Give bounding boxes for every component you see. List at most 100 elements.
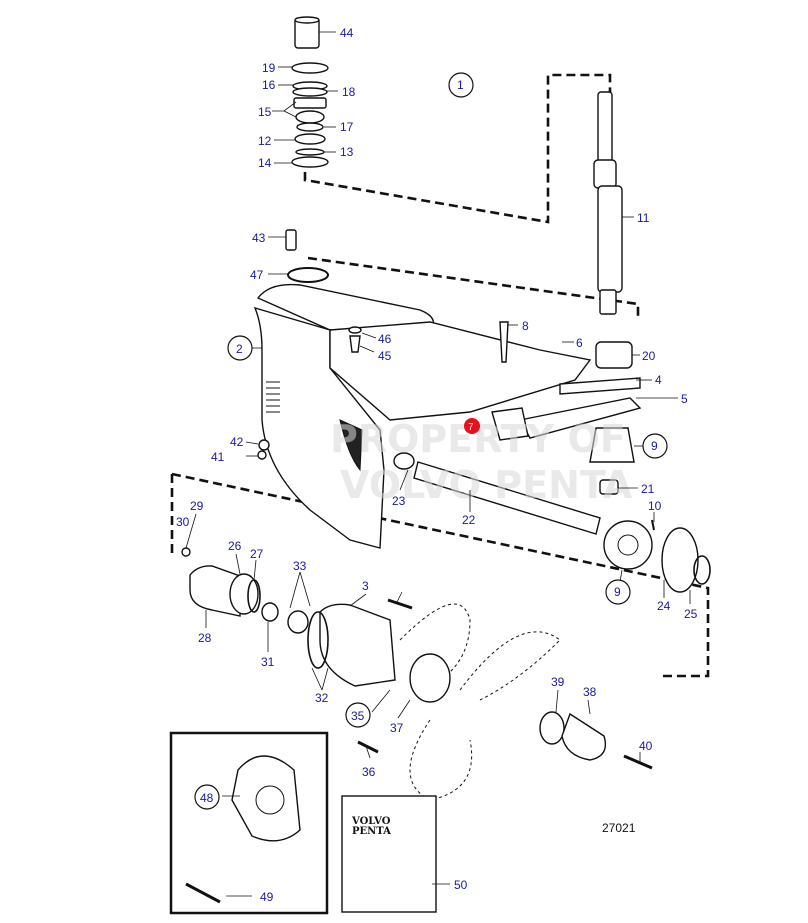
manual-logo-line2: PENTA xyxy=(352,826,391,837)
callout-11: 11 xyxy=(637,211,650,225)
callout-19: 19 xyxy=(262,61,276,75)
part-20-bearing xyxy=(595,341,633,369)
callout-8: 8 xyxy=(522,319,529,333)
callout-39: 39 xyxy=(551,675,565,689)
callout-38: 38 xyxy=(583,685,597,699)
inset-box xyxy=(169,731,329,915)
callout-2: 2 xyxy=(236,342,243,356)
callout-12: 12 xyxy=(258,134,272,148)
part-19-nut xyxy=(291,62,329,74)
part-8-pin xyxy=(499,321,509,363)
part-30-screw xyxy=(181,547,191,557)
callout-49: 49 xyxy=(260,890,274,904)
callout-35: 35 xyxy=(351,709,365,723)
part-32-seal xyxy=(307,611,329,669)
callout-44: 44 xyxy=(340,26,354,40)
callout-17: 17 xyxy=(340,120,354,134)
part-2-gear-housing xyxy=(253,283,592,549)
callout-3: 3 xyxy=(362,579,369,593)
part-10-ring xyxy=(651,519,655,531)
callout-22: 22 xyxy=(462,513,476,527)
callout-18: 18 xyxy=(342,85,356,99)
callout-42: 42 xyxy=(230,435,244,449)
part-42-washer xyxy=(258,439,270,451)
part-9-pinion-gear-top xyxy=(589,427,635,463)
part-50-manual xyxy=(341,795,437,913)
callout-29: 29 xyxy=(190,499,204,513)
callout-14: 14 xyxy=(258,156,272,170)
callout-31: 31 xyxy=(261,655,275,669)
part-38-cone xyxy=(561,712,607,761)
callout-48: 48 xyxy=(200,791,214,805)
highlight-marker-7 xyxy=(464,418,480,434)
part-46-washer xyxy=(348,326,362,334)
callout-27: 27 xyxy=(250,547,264,561)
callout-46: 46 xyxy=(378,332,392,346)
part-3-propeller-hub xyxy=(319,603,396,687)
callout-43: 43 xyxy=(252,231,266,245)
part-43-pin xyxy=(285,229,297,251)
part-21-nut xyxy=(599,479,619,495)
callout-37: 37 xyxy=(390,721,404,735)
callout-9a: 9 xyxy=(651,439,658,453)
callout-circle-48 xyxy=(194,784,220,810)
callout-1: 1 xyxy=(457,78,464,92)
part-18-ring xyxy=(292,87,328,97)
callout-28: 28 xyxy=(198,631,212,645)
callout-6: 6 xyxy=(576,336,583,350)
part-37-propeller xyxy=(399,603,561,801)
callout-25: 25 xyxy=(684,607,698,621)
part-11-vertical-shaft xyxy=(593,91,623,315)
part-45-screw xyxy=(349,335,361,353)
part-23-bearing xyxy=(393,452,415,470)
callout-circle-1 xyxy=(448,72,474,98)
part-48-anode-ring xyxy=(231,755,301,842)
part-4-plate xyxy=(559,377,641,395)
part-22-propeller-shaft xyxy=(413,461,601,535)
dashed-group-shaft xyxy=(303,73,612,224)
callout-circle-9b xyxy=(605,579,631,605)
callout-5: 5 xyxy=(681,392,688,406)
callout-labels: 44 19 16 18 15 17 12 13 14 1 11 43 47 2 … xyxy=(176,26,698,904)
callout-45: 45 xyxy=(378,349,392,363)
part-28-bearing-housing xyxy=(189,565,241,617)
part-41-screw xyxy=(257,450,267,460)
callout-30: 30 xyxy=(176,515,190,529)
callout-4: 4 xyxy=(655,373,662,387)
callout-32: 32 xyxy=(315,691,329,705)
part-33-bearing xyxy=(287,610,309,634)
callout-23: 23 xyxy=(392,494,406,508)
callout-26: 26 xyxy=(228,539,242,553)
callout-33: 33 xyxy=(293,559,307,573)
part-24-bearing xyxy=(661,527,699,593)
callout-circle-9a xyxy=(642,433,668,459)
callout-41: 41 xyxy=(211,450,225,464)
manual-logo-line1: VOLVO xyxy=(351,816,391,827)
part-9-forward-gear xyxy=(603,520,653,570)
callout-10: 10 xyxy=(648,499,662,513)
bearing-stack xyxy=(291,16,329,168)
part-47-oring xyxy=(287,267,329,283)
part-26-bearing xyxy=(229,573,259,615)
callout-15: 15 xyxy=(258,105,272,119)
callout-13: 13 xyxy=(340,145,354,159)
part-17-ring xyxy=(296,122,324,132)
callout-20: 20 xyxy=(642,349,656,363)
part-14-ring xyxy=(291,156,329,168)
part-25-ring xyxy=(693,555,711,585)
callout-7: 7 xyxy=(468,422,474,433)
part-12-bearing xyxy=(294,133,326,145)
callout-21: 21 xyxy=(641,482,655,496)
callout-36: 36 xyxy=(362,765,376,779)
part-36-screw xyxy=(357,740,379,754)
watermark-line2: VOLVO PENTA xyxy=(340,463,633,507)
callout-47: 47 xyxy=(250,268,264,282)
callout-16: 16 xyxy=(262,78,276,92)
part-15-bearing xyxy=(295,110,325,124)
dashed-group-housing xyxy=(307,256,640,318)
callout-circle-2 xyxy=(227,335,253,361)
callout-9b: 9 xyxy=(614,585,621,599)
part-7-anode xyxy=(491,407,529,441)
drawing-number: 27021 xyxy=(602,821,636,835)
